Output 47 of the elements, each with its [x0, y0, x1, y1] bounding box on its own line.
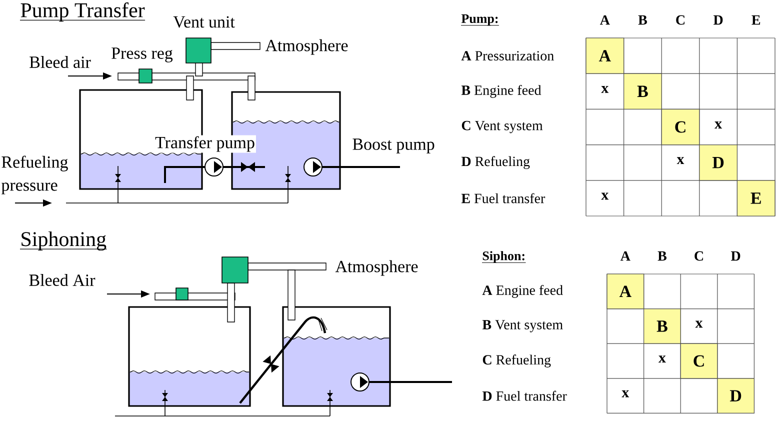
- section-heading: Siphoning: [20, 231, 108, 251]
- highlighted-cell: C: [680, 343, 718, 379]
- part-label: Bleed Air: [28, 273, 96, 287]
- cell-mark: x: [714, 122, 722, 128]
- row-label: C Vent system: [462, 120, 543, 134]
- cell-mark: x: [622, 390, 630, 398]
- column-header: C: [694, 251, 703, 261]
- row-label: B Vent system: [482, 320, 563, 332]
- highlighted-cell: B: [624, 73, 662, 110]
- highlighted-cell: B: [644, 308, 681, 344]
- row-label: A Pressurization: [461, 51, 554, 60]
- column-header: B: [638, 15, 647, 25]
- part-label: Atmosphere: [264, 38, 350, 56]
- highlighted-cell: C: [661, 108, 700, 146]
- section-heading: Pump Transfer: [20, 2, 146, 22]
- part-label: Boost pump: [351, 138, 436, 154]
- highlighted-cell: A: [606, 274, 644, 310]
- cell-mark: x: [695, 320, 703, 328]
- part-label: Refueling pressure: [1, 156, 68, 194]
- row-label: D Refueling: [461, 156, 530, 170]
- row-label: D Fuel transfer: [482, 390, 567, 401]
- cell-mark: x: [676, 157, 684, 164]
- cell-mark: x: [658, 356, 666, 362]
- cell-mark: x: [601, 86, 609, 93]
- column-header: A: [620, 251, 630, 261]
- column-header: D: [731, 251, 740, 261]
- column-header: D: [714, 15, 723, 25]
- highlighted-cell: A: [586, 38, 624, 74]
- row-label: A Engine feed: [482, 284, 563, 298]
- highlighted-cell: D: [699, 144, 738, 181]
- cell-mark: x: [601, 192, 609, 200]
- row-label: C Refueling: [482, 354, 551, 368]
- table-title: Siphon:: [482, 251, 526, 263]
- part-label: Vent unit: [172, 15, 236, 29]
- column-header: C: [676, 15, 684, 25]
- part-label: Press reg: [110, 46, 174, 64]
- column-header: A: [600, 15, 610, 25]
- table-title: Pump:: [460, 14, 500, 26]
- row-label: E Fuel transfer: [461, 193, 546, 204]
- highlighted-cell: E: [736, 180, 776, 216]
- column-header: B: [658, 251, 666, 261]
- highlighted-cell: D: [717, 378, 754, 414]
- part-label: Transfer pump: [154, 135, 256, 153]
- part-label: Atmosphere: [334, 259, 420, 277]
- part-label: Bleed air: [28, 55, 92, 69]
- row-label: B Engine feed: [461, 84, 542, 98]
- column-header: E: [752, 15, 760, 25]
